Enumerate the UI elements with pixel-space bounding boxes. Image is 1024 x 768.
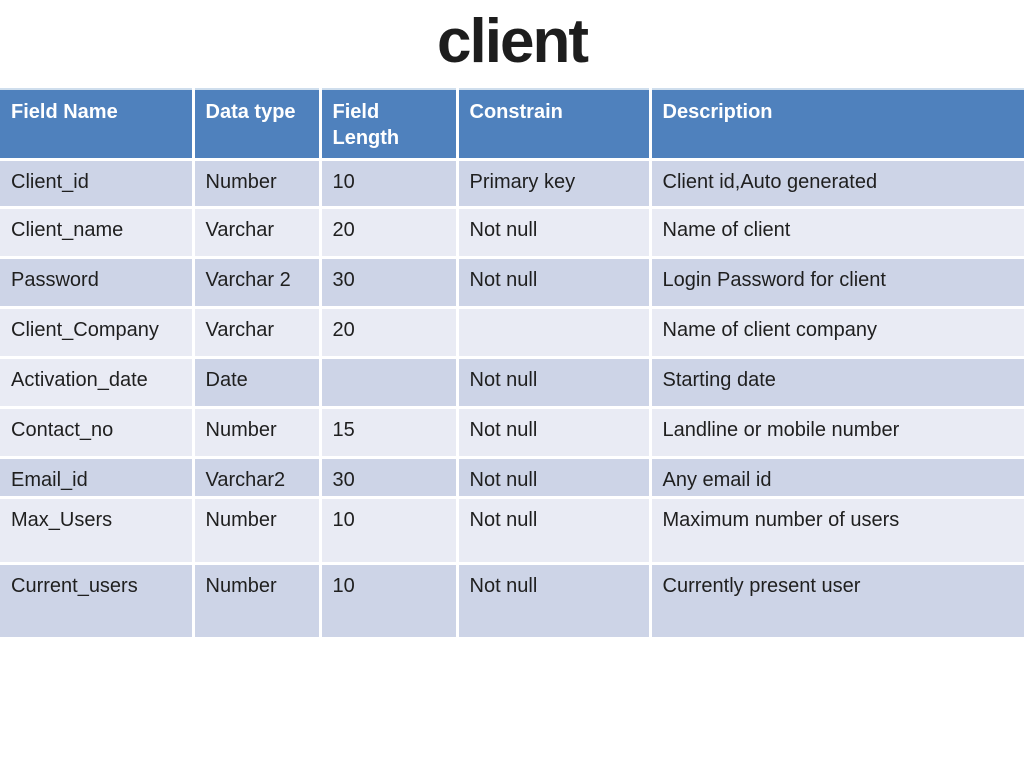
column-header-constrain: Constrain [455,88,652,161]
table-cell: Client_id [0,157,195,209]
table-row-max-users: Max_Users Number 10 Not null Maximum num… [0,495,1024,565]
table-cell: 20 [318,305,459,359]
table-cell: Not null [455,255,652,309]
table-cell: Client_Company [0,305,195,359]
table-cell: Number [191,157,322,209]
table-header-row: Field Name Data type Field Length Constr… [0,88,1024,161]
column-header-data-type: Data type [191,88,322,161]
table-cell: Not null [455,495,652,565]
table-cell: 20 [318,205,459,259]
table-cell: Not null [455,205,652,259]
table-cell: Not null [455,455,652,499]
table-cell: Not null [455,561,652,637]
table-cell: Number [191,405,322,459]
table-cell: Email_id [0,455,195,499]
table-row-current-users: Current_users Number 10 Not null Current… [0,561,1024,637]
table-cell: Contact_no [0,405,195,459]
table-cell: Not null [455,405,652,459]
table-cell: 30 [318,255,459,309]
table-cell: 30 [318,455,459,499]
table-row-contact-no: Contact_no Number 15 Not null Landline o… [0,405,1024,459]
table-cell: Varchar2 [191,455,322,499]
table-cell: Varchar 2 [191,255,322,309]
table-cell: Any email id [648,455,1024,499]
table-cell: Password [0,255,195,309]
table-cell: Name of client [648,205,1024,259]
table-cell: 10 [318,157,459,209]
table-cell: Currently present user [648,561,1024,637]
table-cell: Primary key [455,157,652,209]
table-cell: Starting date [648,355,1024,409]
table-cell: Landline or mobile number [648,405,1024,459]
table-row-client-company: Client_Company Varchar 20 Name of client… [0,305,1024,359]
table-cell: Client_name [0,205,195,259]
client-schema-table: Field Name Data type Field Length Constr… [0,88,1024,637]
table-cell: 10 [318,561,459,637]
table-cell: Login Password for client [648,255,1024,309]
table-cell: Date [191,355,322,409]
column-header-field-name: Field Name [0,88,195,161]
table-cell: Not null [455,355,652,409]
table-cell: Number [191,495,322,565]
table-row-email-id: Email_id Varchar2 30 Not null Any email … [0,455,1024,499]
table-cell: Client id,Auto generated [648,157,1024,209]
table-cell: Varchar [191,305,322,359]
page-title: client [437,7,589,76]
table-cell: 15 [318,405,459,459]
table-cell: 10 [318,495,459,565]
table-cell [318,355,459,409]
table-cell: Number [191,561,322,637]
column-header-description: Description [648,88,1024,161]
table-cell: Activation_date [0,355,195,409]
table-cell: Max_Users [0,495,195,565]
table-row-password: Password Varchar 2 30 Not null Login Pas… [0,255,1024,309]
table-row-activation-date: Activation_date Date Not null Starting d… [0,355,1024,409]
table-cell: Name of client company [648,305,1024,359]
table-cell [455,305,652,359]
table-cell: Maximum number of users [648,495,1024,565]
table-row-client-name: Client_name Varchar 20 Not null Name of … [0,205,1024,259]
column-header-field-length: Field Length [318,88,459,161]
table-row-client-id: Client_id Number 10 Primary key Client i… [0,157,1024,209]
table-cell: Current_users [0,561,195,637]
table-cell: Varchar [191,205,322,259]
